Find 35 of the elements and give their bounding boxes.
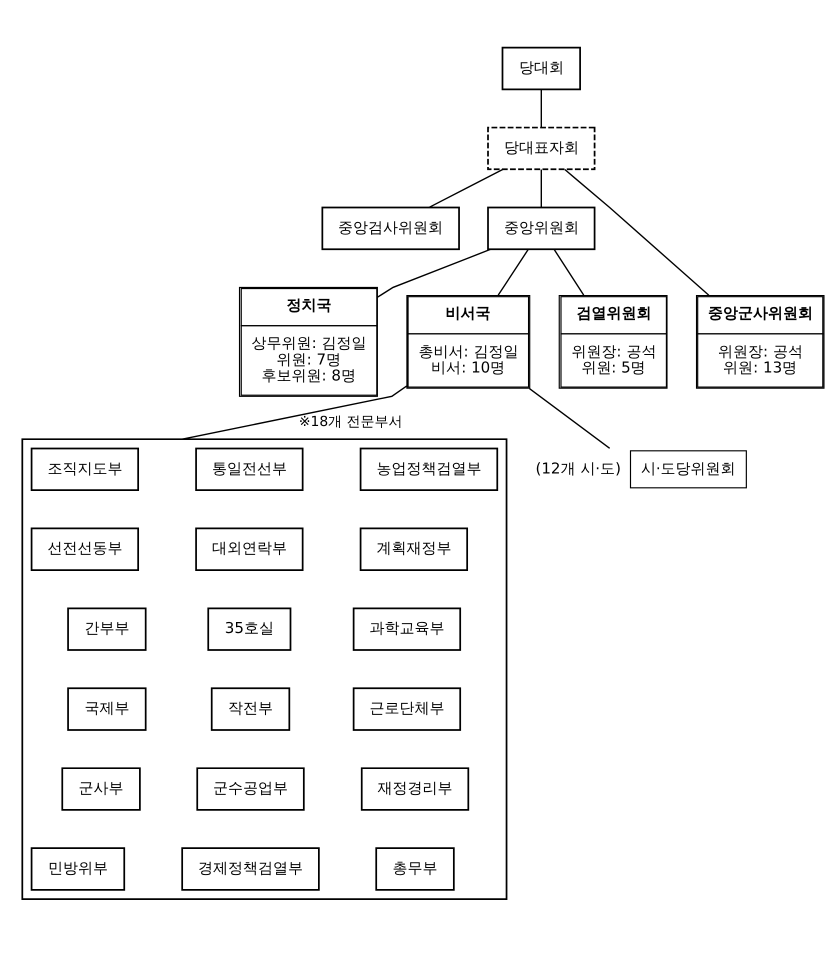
node-box: 35호실 <box>207 606 292 650</box>
node-box: 시·도당위원회 <box>630 450 747 488</box>
connector <box>564 168 710 296</box>
node-box: 작전부 <box>210 686 290 730</box>
node-box: 당대회 <box>502 46 581 90</box>
node-box: 과학교육부 <box>352 606 462 650</box>
node-box: 군수공업부 <box>196 766 305 810</box>
connector <box>540 169 542 206</box>
node-box: 간부부 <box>67 606 147 650</box>
node-box: 중앙위원회 <box>487 206 596 250</box>
connector <box>377 248 491 298</box>
connector <box>529 388 610 448</box>
node-box: 통일전선부 <box>195 447 304 491</box>
connector <box>428 168 504 208</box>
node-box: 조직지도부 <box>30 447 140 491</box>
node-box: 총무부 <box>375 846 455 890</box>
node-box: 군사부 <box>61 766 141 810</box>
connector <box>554 248 584 296</box>
node-box: 민방위부 <box>30 846 126 890</box>
node-box: 농업정책검열부 <box>360 447 498 491</box>
node-box: 재정경리부 <box>360 766 470 810</box>
node-label: (12개 시·도) <box>536 458 621 477</box>
cluster <box>21 438 508 900</box>
node-box: 대외연락부 <box>195 527 304 570</box>
node-box: 국제부 <box>67 686 147 730</box>
connector <box>540 89 542 127</box>
node-box: 선전선동부 <box>30 527 140 570</box>
node-box: 계획재정부 <box>360 527 468 570</box>
node-box: 당대표자회 <box>487 126 596 170</box>
edge-label: ※18개 전문부서 <box>298 413 403 430</box>
connector <box>498 248 529 296</box>
node-box: 근로단체부 <box>352 686 462 730</box>
connector <box>182 384 407 440</box>
node-box: 경제정책검열부 <box>181 846 320 890</box>
node-box: 중앙검사위원회 <box>321 206 460 250</box>
